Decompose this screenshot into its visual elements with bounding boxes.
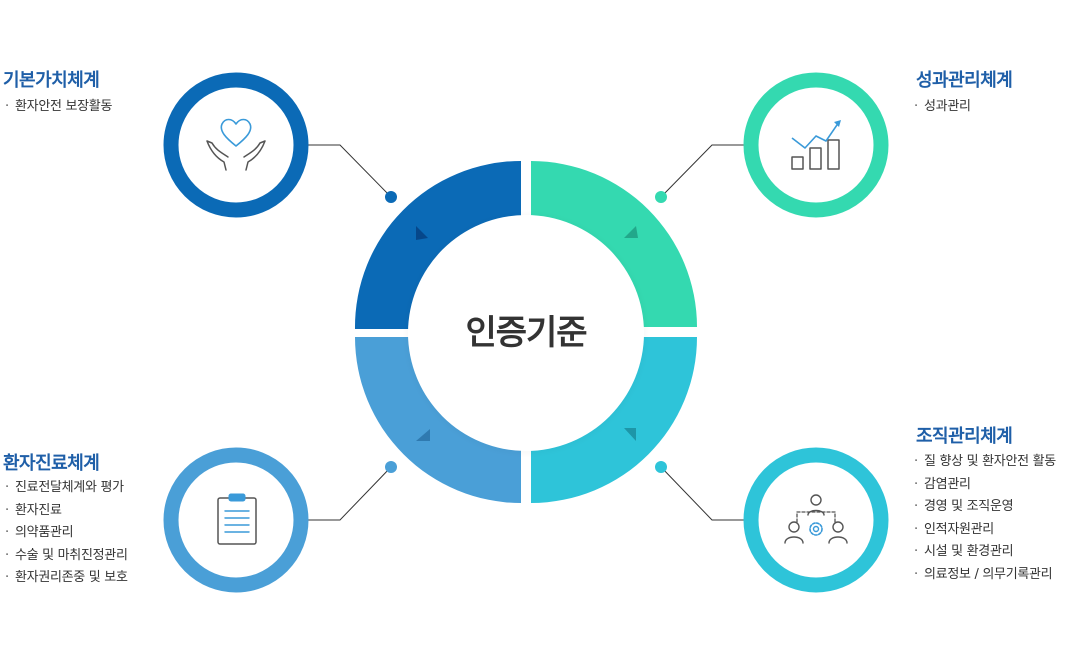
list-item: · 의료정보 / 의무기록관리 [914,564,1056,587]
bullet-icon: · [914,476,918,492]
connector-bottom-right [660,466,744,521]
bullet-icon: · [914,454,918,469]
section-list-bottom-left: · 진료전달체계와 평가 · 환자진료 · 의약품관리 · 수술 및 마취진정관리 · 환자권리존… [5,477,128,590]
bullet-icon: · [914,566,918,582]
arrow-top-right [624,226,638,238]
list-item: · 인적자원관리 [914,519,1056,542]
bullet-icon: · [5,502,9,518]
list-item: · 경영 및 조직운영 [914,496,1056,519]
list-item: · 수술 및 마취진정관리 [5,545,128,568]
connector-top-right [660,144,744,198]
bullet-icon: · [914,99,918,114]
list-item-label: 질 향상 및 환자안전 활동 [924,454,1056,469]
bullet-icon: · [5,525,9,540]
connector-top-left [308,144,392,198]
center-circle [408,215,644,451]
section-title-top-right: 성과관리체계 [916,70,1013,91]
list-item: · 환자안전 보장활동 [5,96,112,119]
section-list-top-left: · 환자안전 보장활동 [5,96,112,119]
list-item-label: 환자안전 보장활동 [15,99,113,114]
arrow-bottom-right [624,428,636,441]
connector-dot-bottom-left [385,461,397,473]
clipboard-icon [217,493,257,545]
section-title-bottom-right: 조직관리체계 [916,426,1013,447]
ring-segment-top-left [354,161,521,329]
connector-dot-bottom-right [655,461,667,473]
list-item-label: 환자권리존중 및 보호 [15,570,128,585]
list-item: · 성과관리 [914,96,971,119]
bullet-icon: · [5,99,9,114]
bullet-icon: · [5,480,9,495]
connector-bottom-left [308,466,392,521]
list-item: · 시설 및 환경관리 [914,541,1056,564]
list-item: · 의약품관리 [5,522,128,545]
list-item-label: 인적자원관리 [924,521,994,537]
section-list-bottom-right: · 질 향상 및 환자안전 활동 · 감염관리 · 경영 및 조직운영 · 인적자원관리 · 시설… [914,451,1056,586]
growth-chart-icon [791,120,841,170]
list-item-label: 의약품관리 [15,525,74,540]
bullet-icon: · [5,547,9,563]
list-item-label: 진료전달체계와 평가 [15,480,124,495]
list-item-label: 환자진료 [15,502,62,518]
icon-ring-bottom-right [743,447,889,593]
arrow-top-left [416,226,428,240]
list-item-label: 의료정보 / 의무기록관리 [924,566,1053,582]
list-item: · 진료전달체계와 평가 [5,477,128,500]
list-item-label: 성과관리 [924,99,971,114]
section-title-top-left: 기본가치체계 [3,70,100,91]
bullet-icon: · [914,544,918,559]
connector-dot-top-right [655,191,667,203]
list-item: · 감염관리 [914,474,1056,497]
list-item-label: 수술 및 마취진정관리 [15,547,128,563]
list-item-label: 감염관리 [924,476,971,492]
center-title: 인증기준 [465,313,587,353]
list-item: · 환자진료 [5,500,128,523]
ring-segment-top-right [531,161,697,327]
icon-ring-bottom-left [163,447,309,593]
list-item-label: 시설 및 환경관리 [924,544,1014,559]
bullet-icon: · [914,521,918,537]
list-item: · 환자권리존중 및 보호 [5,567,128,590]
bullet-icon: · [914,499,918,514]
list-item: · 질 향상 및 환자안전 활동 [914,451,1056,474]
bullet-icon: · [5,570,9,585]
organization-icon [784,494,848,544]
heart-hands-icon [206,118,266,171]
list-item-label: 경영 및 조직운영 [924,499,1014,514]
icon-ring-top-right [743,72,889,218]
section-list-top-right: · 성과관리 [914,96,971,119]
section-title-bottom-left: 환자진료체계 [3,453,100,474]
connector-dot-top-left [385,191,397,203]
arrow-bottom-left [416,429,430,441]
